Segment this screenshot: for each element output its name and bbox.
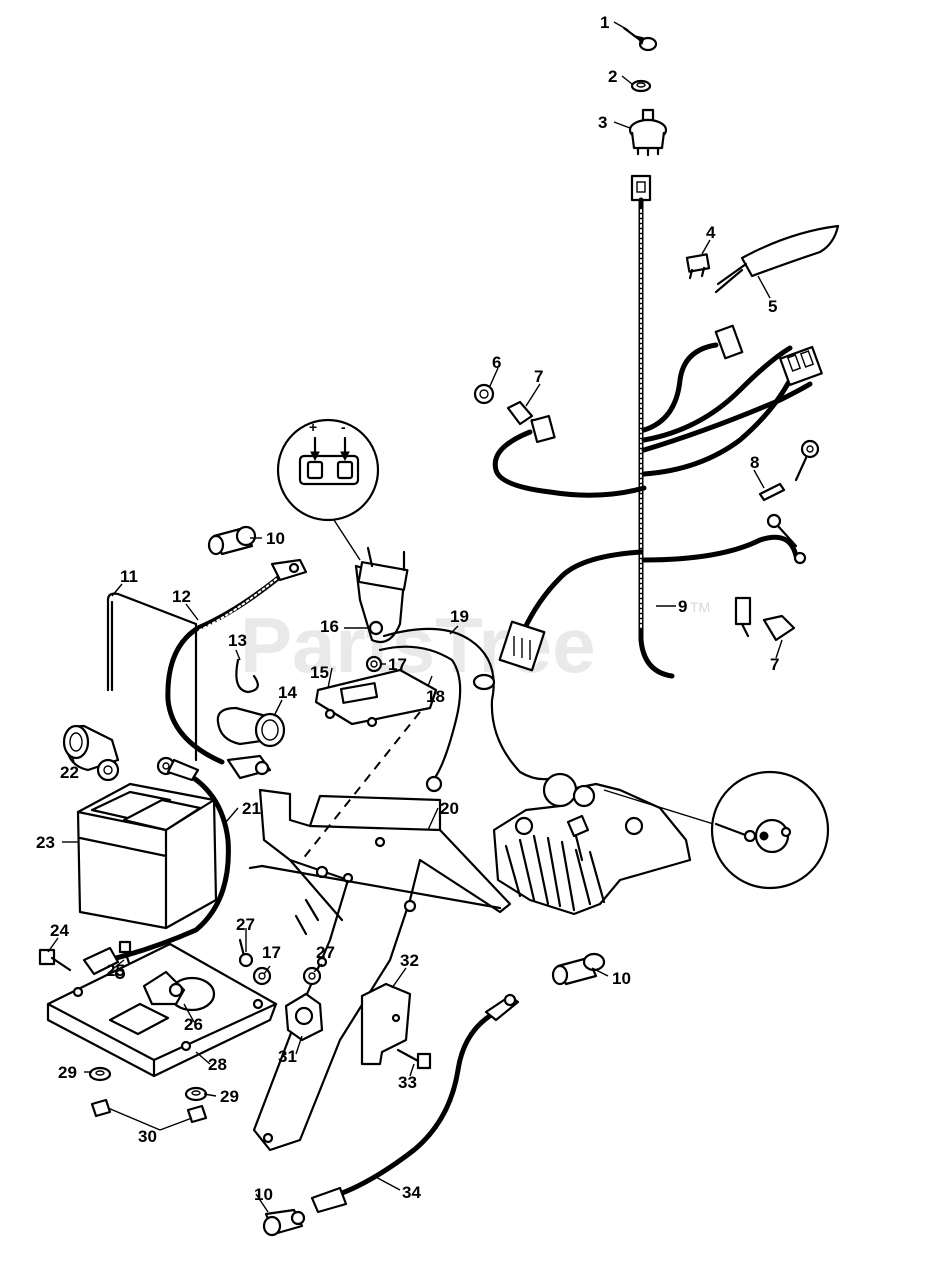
callout-5: 5 [768,297,777,316]
ground-cable[interactable] [310,993,520,1214]
callout-24: 24 [50,921,69,940]
frame-bracket[interactable] [360,982,412,1066]
callout-1: 1 [600,13,609,32]
callout-20: 20 [440,799,459,818]
callout-6: 6 [492,353,501,372]
callout-8: 8 [750,453,759,472]
callout-22: 22 [60,763,79,782]
nut-30-right[interactable] [186,1104,208,1124]
callout-25: 25 [106,961,125,980]
callout-15: 15 [310,663,329,682]
nut-30-left[interactable] [90,1098,112,1118]
callout-7a: 7 [534,367,543,386]
negative-symbol: - [341,419,346,435]
callout-21: 21 [242,799,261,818]
plate-nut[interactable] [365,655,383,673]
battery[interactable] [76,782,218,930]
battery-tray[interactable] [46,942,278,1078]
wiring-harness[interactable] [492,174,813,679]
callout-11: 11 [120,567,138,586]
positive-battery-cable[interactable] [165,558,308,780]
terminal-boot[interactable] [216,706,286,748]
bracket-bolt[interactable] [396,1048,432,1070]
leader-lines [47,21,783,1213]
fuse-boot[interactable] [714,224,840,294]
switch-nut[interactable] [630,79,652,93]
positive-symbol: + [309,419,317,435]
frame-nut-27b[interactable] [302,966,322,986]
callout-12: 12 [172,587,191,606]
callout-19: 19 [450,607,469,626]
battery-bolt-24[interactable] [38,948,72,972]
callout-26: 26 [184,1015,203,1034]
callout-14: 14 [278,683,297,702]
frame-nut-17[interactable] [252,966,272,986]
callout-16: 16 [320,617,339,636]
callout-9: 9 [678,597,687,616]
terminal-cover-mid[interactable] [551,952,606,986]
terminal-cover-bottom[interactable] [262,1208,306,1237]
terminal-inset: + - [276,418,380,561]
callout-7b: 7 [770,655,779,674]
callout-29a: 29 [58,1063,77,1082]
harness-connector-b[interactable] [779,345,823,387]
battery-boot[interactable] [62,724,120,782]
pin[interactable] [758,482,786,502]
engine-detail-inset [710,770,830,890]
sensor-nut[interactable] [473,383,495,405]
terminal-cover-top[interactable] [207,525,257,556]
callout-17b: 17 [262,943,281,962]
callout-31: 31 [278,1047,297,1066]
cable-clip[interactable] [235,658,259,694]
seat-switch-right[interactable] [734,596,796,642]
accessory-receptacle[interactable] [354,546,409,644]
ignition-key[interactable] [622,26,658,52]
callout-4: 4 [706,223,716,242]
watermark-trademark: TM [690,599,710,615]
seat-switch-left[interactable] [506,400,556,444]
solenoid-bracket[interactable] [142,970,186,1006]
frame-bolt-27a[interactable] [238,938,254,968]
callout-10c: 10 [254,1185,273,1204]
callout-10b: 10 [612,969,631,988]
harness-ring-terminal[interactable] [794,439,820,482]
harness-connector-a[interactable] [714,324,744,360]
callout-2: 2 [608,67,617,86]
washer-29-right[interactable] [184,1086,208,1102]
callout-labels: 1 2 3 4 5 6 7 7 8 9 10 10 10 11 12 13 14… [36,13,779,1204]
ignition-switch[interactable] [628,108,668,157]
callout-29b: 29 [220,1087,239,1106]
callout-23: 23 [36,833,55,852]
callout-10a: 10 [266,529,285,548]
ground-wire[interactable] [382,627,562,781]
callout-3: 3 [598,113,607,132]
receptacle-wire[interactable] [378,645,462,793]
receptacle-plate[interactable] [314,668,438,728]
callout-18: 18 [426,687,445,706]
callout-17a: 17 [388,655,407,674]
callout-33: 33 [398,1073,417,1092]
washer-29-left[interactable] [88,1066,112,1082]
watermark: PartsTree [240,601,596,689]
engine-block [492,772,721,916]
negative-battery-cable[interactable] [82,756,231,976]
callout-30: 30 [138,1127,157,1146]
hood-rod[interactable] [106,592,198,762]
callout-13: 13 [228,631,247,650]
callout-27a: 27 [236,915,255,934]
tractor-frame [248,788,512,1152]
callout-34: 34 [402,1183,421,1202]
callout-27b: 27 [316,943,335,962]
callout-32: 32 [400,951,419,970]
callout-28: 28 [208,1055,227,1074]
starter-solenoid[interactable] [284,992,324,1042]
harness-small-connector[interactable] [766,513,807,565]
fuse-holder[interactable] [685,253,711,280]
